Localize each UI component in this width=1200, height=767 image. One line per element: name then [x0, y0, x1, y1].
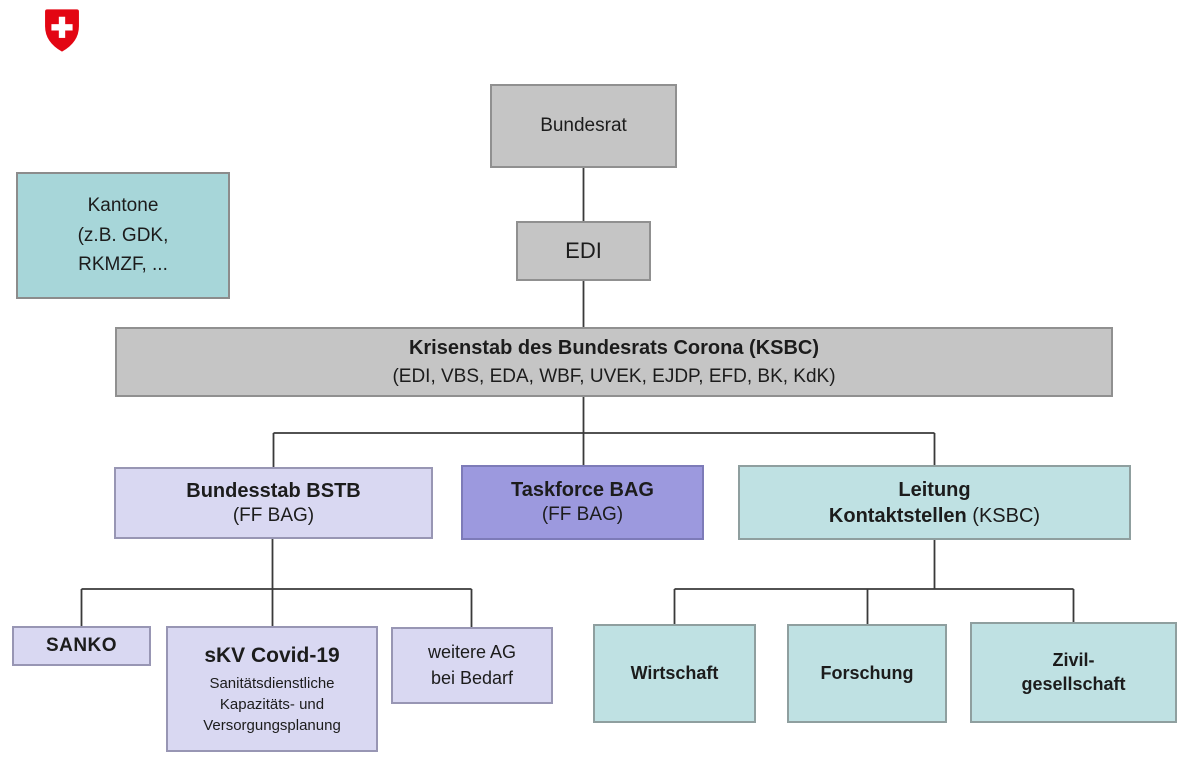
node-wirtschaft-label: Wirtschaft: [630, 662, 719, 683]
node-zivil-line1: Zivil-: [1052, 650, 1095, 671]
node-leitung-line2-bold: Kontaktstellen: [828, 504, 967, 527]
node-zivilgesellschaft: Zivil- gesellschaft: [970, 622, 1177, 723]
node-sanko: SANKO: [12, 626, 151, 666]
node-weitere-ag: weitere AG bei Bedarf: [391, 627, 553, 704]
node-wirtschaft: Wirtschaft: [593, 624, 756, 723]
node-bstb-title: Bundesstab BSTB: [186, 479, 361, 502]
swiss-coat-of-arms-icon: [44, 8, 80, 53]
node-bstb-subtitle: (FF BAG): [232, 504, 315, 526]
node-bundesrat-label: Bundesrat: [540, 114, 627, 136]
node-taskforce-bag: Taskforce BAG (FF BAG): [461, 465, 704, 540]
node-ksbc-members: (EDI, VBS, EDA, WBF, UVEK, EJDP, EFD, BK…: [392, 365, 836, 387]
node-taskforce-title: Taskforce BAG: [510, 479, 654, 502]
node-leitung-line1: Leitung: [898, 478, 971, 501]
node-edi-label: EDI: [565, 237, 602, 263]
node-leitung-kontaktstellen: Leitung Kontaktstellen (KSBC): [738, 465, 1131, 540]
node-forschung-label: Forschung: [820, 662, 914, 683]
node-bundesstab-bstb: Bundesstab BSTB (FF BAG): [114, 467, 433, 539]
node-weitere-line1: weitere AG: [427, 642, 517, 663]
node-skv-desc3: Versorgungsplanung: [203, 716, 341, 734]
node-kantone-line2: (z.B. GDK,: [77, 224, 169, 246]
node-edi: EDI: [516, 221, 651, 281]
node-weitere-line2: bei Bedarf: [430, 667, 514, 688]
node-skv-covid19: sKV Covid-19 Sanitätsdienstliche Kapazit…: [166, 626, 378, 752]
node-zivil-line2: gesellschaft: [1021, 673, 1126, 694]
node-taskforce-subtitle: (FF BAG): [541, 504, 624, 526]
node-bundesrat: Bundesrat: [490, 84, 677, 168]
node-forschung: Forschung: [787, 624, 947, 723]
node-skv-title: sKV Covid-19: [204, 644, 340, 668]
node-leitung-line2-suffix: (KSBC): [972, 504, 1041, 527]
node-kantone: Kantone (z.B. GDK, RKMZF, ...: [16, 172, 230, 299]
node-skv-desc2: Kapazitäts- und: [219, 695, 325, 713]
node-kantone-line1: Kantone: [87, 195, 159, 217]
node-skv-desc1: Sanitätsdienstliche: [209, 674, 335, 692]
node-ksbc-title: Krisenstab des Bundesrats Corona (KSBC): [408, 336, 820, 359]
node-leitung-line2: Kontaktstellen (KSBC): [829, 503, 1040, 529]
node-skv-desc: Sanitätsdienstliche Kapazitäts- und Vers…: [203, 673, 341, 736]
node-kantone-line3: RKMZF, ...: [78, 254, 168, 276]
node-krisenstab-ksbc: Krisenstab des Bundesrats Corona (KSBC) …: [115, 327, 1113, 397]
node-sanko-label: SANKO: [45, 634, 118, 656]
